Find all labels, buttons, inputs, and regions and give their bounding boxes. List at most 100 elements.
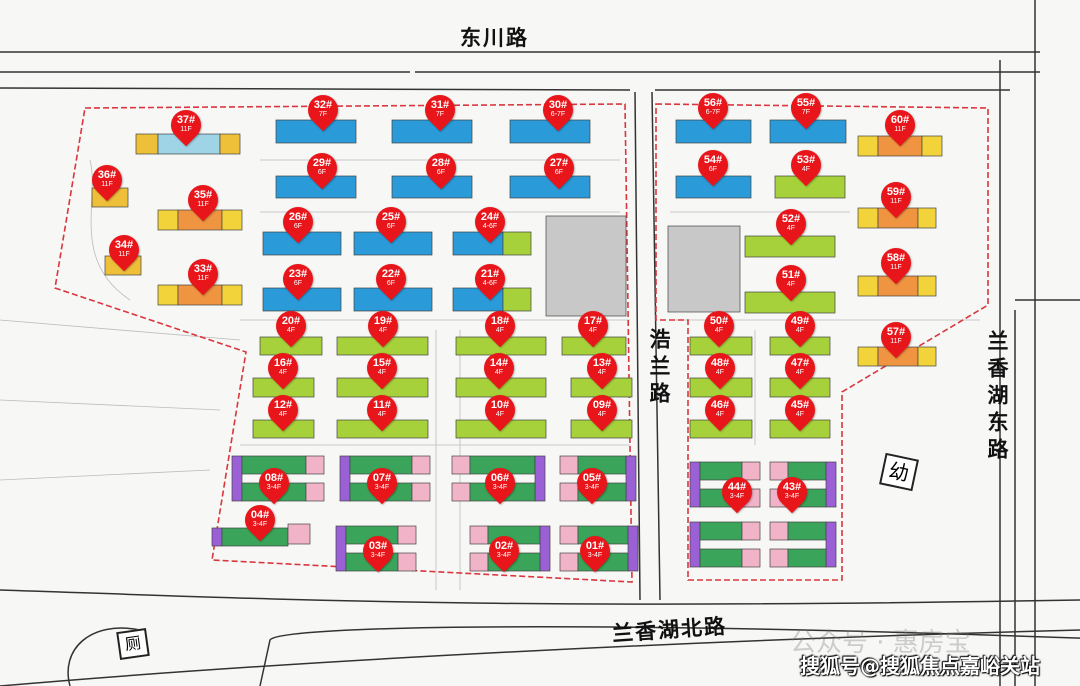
building-marker-04[interactable]: 04# 3-4F (238, 498, 282, 542)
building-number: 54# (703, 154, 723, 166)
road-label-north: 东川路 (460, 26, 529, 50)
building-floors: 11F (890, 338, 902, 345)
building-floors: 4-6F (482, 223, 498, 230)
building-marker-35[interactable]: 35# 11F (181, 178, 225, 222)
building-marker-09[interactable]: 09# 4F (580, 388, 624, 432)
building-marker-08[interactable]: 08# 3-4F (252, 461, 296, 505)
building-floors: 3-4F (370, 552, 386, 559)
building-marker-10[interactable]: 10# 4F (478, 388, 522, 432)
building-floors: 6F (386, 223, 396, 230)
building-marker-46[interactable]: 46# 4F (698, 388, 742, 432)
building-number: 19# (373, 315, 393, 327)
building-marker-15[interactable]: 15# 4F (360, 346, 404, 390)
building-footprint (559, 455, 579, 475)
building-marker-24[interactable]: 24# 4-6F (468, 200, 512, 244)
building-marker-50[interactable]: 50# 4F (697, 304, 741, 348)
building-number: 43# (782, 481, 802, 493)
building-number: 58# (886, 252, 906, 264)
building-footprint (534, 455, 546, 502)
building-marker-22[interactable]: 22# 6F (369, 257, 413, 301)
building-marker-29[interactable]: 29# 6F (300, 146, 344, 190)
building-number: 02# (494, 540, 514, 552)
building-number: 11# (373, 399, 391, 411)
building-marker-56[interactable]: 56# 6-7F (691, 86, 735, 130)
building-number: 29# (312, 157, 332, 169)
building-number: 07# (372, 472, 392, 484)
building-marker-45[interactable]: 45# 4F (778, 388, 822, 432)
building-marker-14[interactable]: 14# 4F (477, 346, 521, 390)
building-marker-52[interactable]: 52# 4F (769, 202, 813, 246)
building-marker-37[interactable]: 37# 11F (164, 103, 208, 147)
building-number: 21# (480, 268, 500, 280)
building-marker-55[interactable]: 55# 7F (784, 86, 828, 130)
building-floors: 4F (714, 327, 724, 334)
building-marker-53[interactable]: 53# 4F (784, 143, 828, 187)
building-marker-60[interactable]: 60# 11F (878, 103, 922, 147)
building-marker-57[interactable]: 57# 11F (874, 315, 918, 359)
building-marker-58[interactable]: 58# 11F (874, 241, 918, 285)
building-marker-13[interactable]: 13# 4F (580, 346, 624, 390)
building-footprint (741, 461, 761, 481)
building-marker-59[interactable]: 59# 11F (874, 175, 918, 219)
building-footprint (305, 455, 325, 475)
building-floors: 4F (715, 411, 725, 418)
building-marker-26[interactable]: 26# 6F (276, 200, 320, 244)
building-marker-27[interactable]: 27# 6F (537, 146, 581, 190)
building-marker-18[interactable]: 18# 4F (478, 304, 522, 348)
building-number: 35# (193, 189, 213, 201)
building-marker-17[interactable]: 17# 4F (571, 304, 615, 348)
building-floors: 4F (597, 369, 607, 376)
building-floors: 4F (786, 225, 796, 232)
building-floors: 4F (801, 166, 811, 173)
building-floors: 7F (435, 111, 445, 118)
building-footprint (157, 284, 179, 306)
building-marker-11[interactable]: 11# 4F (360, 388, 404, 432)
building-marker-31[interactable]: 31# 7F (418, 88, 462, 132)
building-marker-23[interactable]: 23# 6F (276, 257, 320, 301)
building-footprint (469, 552, 489, 572)
building-marker-34[interactable]: 34# 11F (102, 228, 146, 272)
building-footprint (769, 521, 789, 541)
building-marker-47[interactable]: 47# 4F (778, 346, 822, 390)
building-marker-20[interactable]: 20# 4F (269, 304, 313, 348)
building-marker-12[interactable]: 12# 4F (261, 388, 305, 432)
building-marker-01[interactable]: 01# 3-4F (573, 529, 617, 573)
building-marker-02[interactable]: 02# 3-4F (482, 529, 526, 573)
building-number: 44# (727, 481, 747, 493)
building-marker-28[interactable]: 28# 6F (419, 146, 463, 190)
building-marker-48[interactable]: 48# 4F (698, 346, 742, 390)
building-marker-33[interactable]: 33# 11F (181, 252, 225, 296)
building-number: 12# (273, 399, 293, 411)
building-marker-21[interactable]: 21# 4-6F (468, 257, 512, 301)
building-marker-30[interactable]: 30# 6-7F (536, 88, 580, 132)
building-marker-36[interactable]: 36# 11F (85, 158, 129, 202)
building-marker-49[interactable]: 49# 4F (778, 304, 822, 348)
building-number: 22# (381, 268, 401, 280)
building-marker-06[interactable]: 06# 3-4F (478, 461, 522, 505)
building-footprints (91, 119, 943, 572)
building-number: 09# (592, 399, 612, 411)
building-marker-05[interactable]: 05# 3-4F (570, 461, 614, 505)
building-marker-32[interactable]: 32# 7F (301, 88, 345, 132)
building-marker-44[interactable]: 44# 3-4F (715, 470, 759, 514)
building-number: 50# (709, 315, 729, 327)
building-marker-16[interactable]: 16# 4F (261, 346, 305, 390)
building-marker-25[interactable]: 25# 6F (369, 200, 413, 244)
building-footprint (219, 133, 241, 155)
building-footprint (917, 207, 937, 229)
building-number: 34# (114, 239, 134, 251)
building-marker-03[interactable]: 03# 3-4F (356, 529, 400, 573)
building-marker-43[interactable]: 43# 3-4F (770, 470, 814, 514)
building-footprint (335, 525, 347, 572)
building-footprint (559, 482, 579, 502)
building-footprint (825, 461, 837, 508)
building-floors: 4F (786, 281, 796, 288)
building-number: 23# (288, 268, 308, 280)
building-marker-07[interactable]: 07# 3-4F (360, 461, 404, 505)
building-marker-54[interactable]: 54# 6F (691, 143, 735, 187)
building-marker-19[interactable]: 19# 4F (361, 304, 405, 348)
site-lines (0, 159, 980, 590)
building-number: 37# (176, 114, 196, 126)
building-marker-51[interactable]: 51# 4F (769, 258, 813, 302)
